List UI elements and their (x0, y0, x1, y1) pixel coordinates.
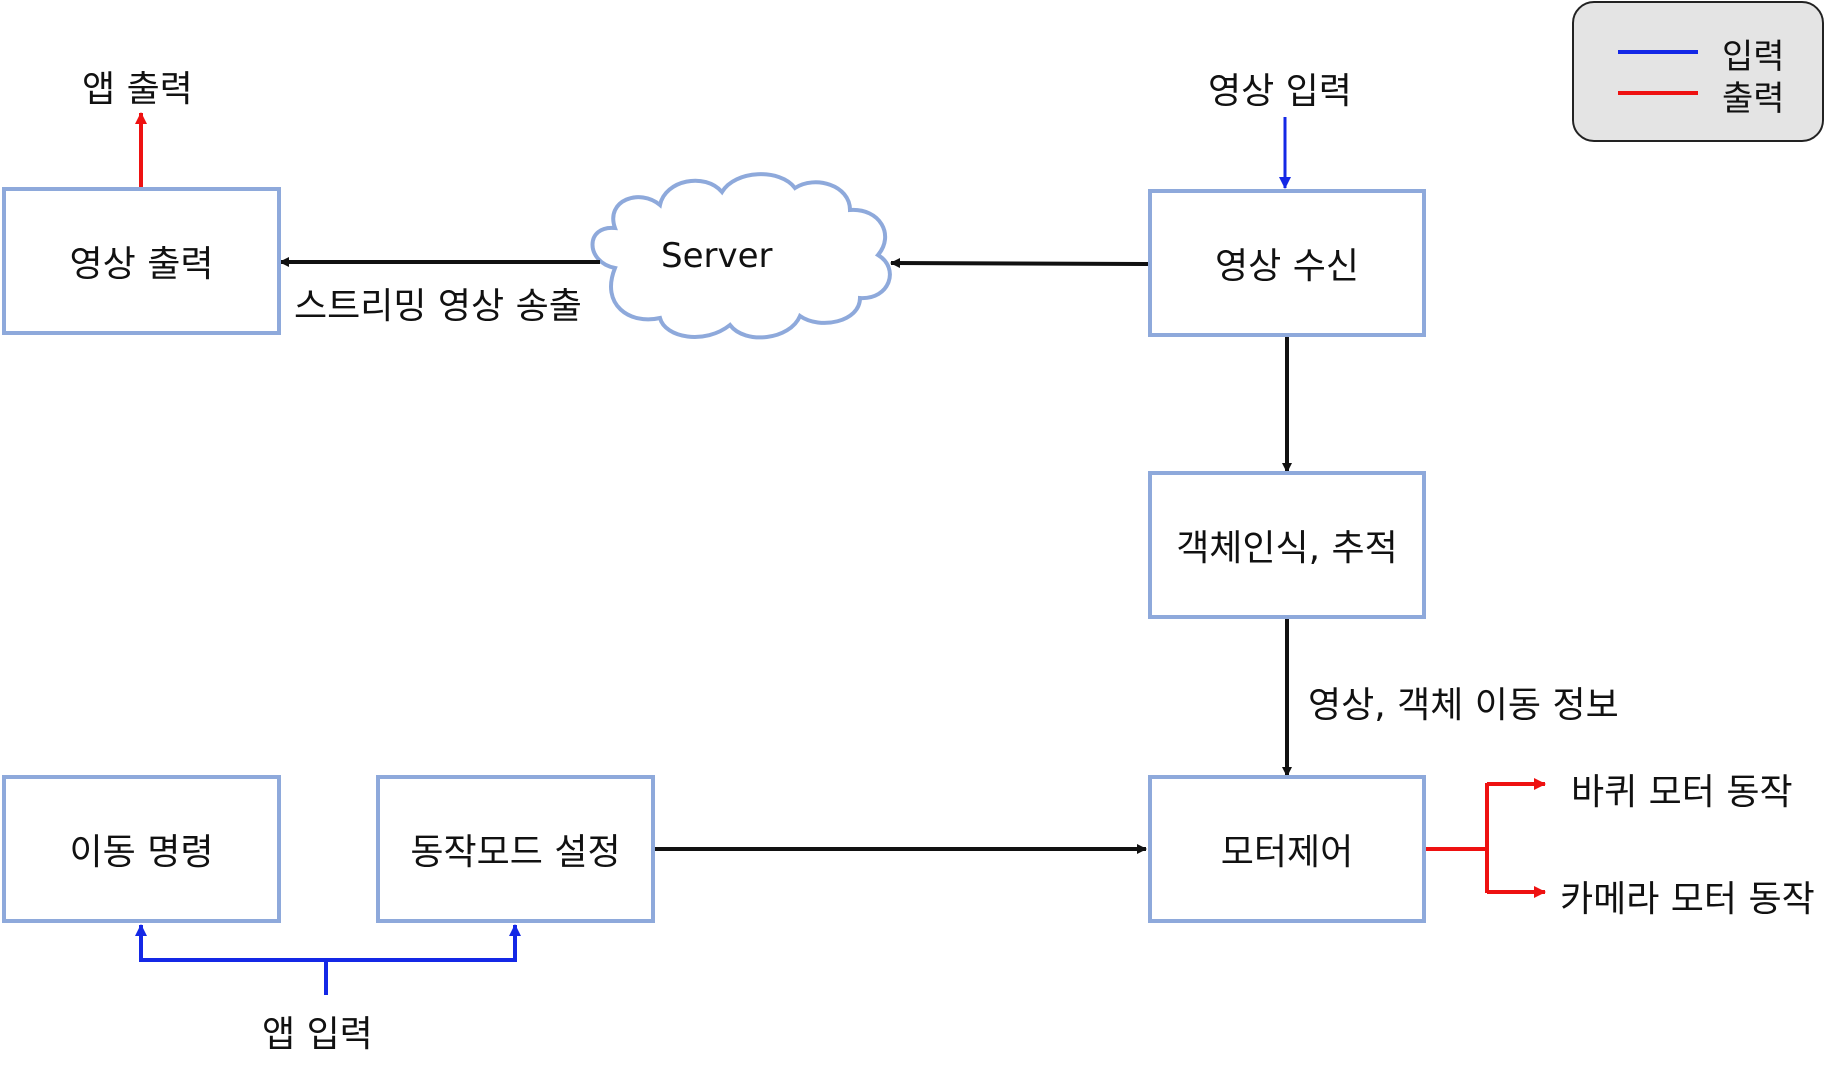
mode-setting-box: 동작모드 설정 (376, 775, 655, 923)
legend-output-line (1618, 91, 1698, 95)
motor-control-box: 모터제어 (1148, 775, 1426, 923)
video-receive-label: 영상 수신 (1215, 246, 1359, 287)
object-recognition-box: 객체인식, 추적 (1148, 471, 1426, 619)
app-input-label: 앱 입력 (262, 1014, 373, 1055)
video-object-info-label: 영상, 객체 이동 정보 (1308, 685, 1619, 726)
server-cloud-shape (590, 172, 892, 340)
legend-input-label: 입력 (1722, 37, 1785, 77)
motor-control-label: 모터제어 (1220, 832, 1354, 873)
server-label: Server (661, 236, 773, 276)
video-input-label: 영상 입력 (1208, 71, 1352, 112)
legend: 입력 출력 (1572, 1, 1824, 142)
move-command-box: 이동 명령 (2, 775, 281, 923)
wheel-motor-label: 바퀴 모터 동작 (1571, 772, 1793, 813)
move-command-label: 이동 명령 (69, 832, 214, 873)
video-output-box: 영상 출력 (2, 187, 281, 335)
legend-input-line (1618, 50, 1698, 54)
object-recognition-label: 객체인식, 추적 (1176, 528, 1398, 569)
streaming-label: 스트리밍 영상 송출 (294, 286, 582, 327)
motor-output-branch (1425, 783, 1489, 893)
receive-to-server-arrow (890, 258, 1151, 269)
legend-output-label: 출력 (1722, 79, 1785, 119)
video-output-label: 영상 출력 (69, 244, 214, 285)
app-input-branch (139, 928, 517, 995)
camera-motor-label: 카메라 모터 동작 (1560, 879, 1815, 920)
app-output-label: 앱 출력 (82, 69, 193, 110)
mode-setting-label: 동작모드 설정 (410, 832, 621, 873)
video-receive-box: 영상 수신 (1148, 189, 1426, 337)
